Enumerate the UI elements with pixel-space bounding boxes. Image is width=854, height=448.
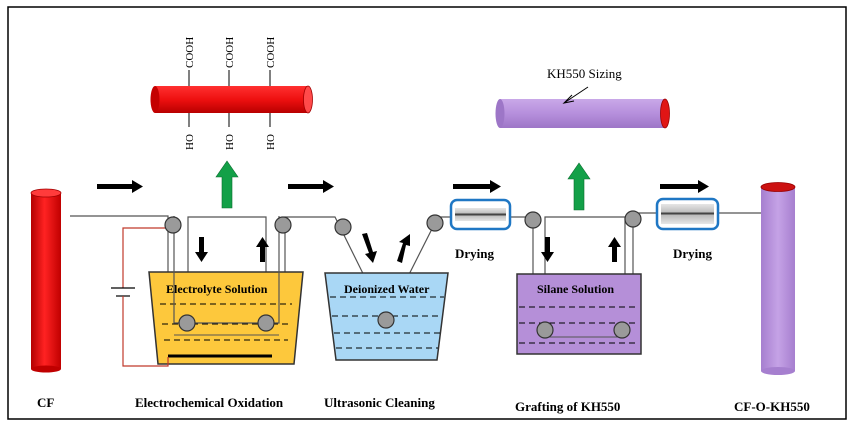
arrow-up-diagonal-icon <box>397 234 410 263</box>
arrow-right-icon <box>453 180 501 193</box>
vertical-arrows <box>195 233 621 263</box>
group-cooh: COOH <box>184 37 196 68</box>
roller <box>334 218 352 236</box>
functional-groups: COOH COOH COOH HO HO HO <box>184 37 277 150</box>
electrolyte-tank <box>148 271 304 365</box>
arrow-down-icon <box>195 237 208 262</box>
label-kh550-sizing: KH550 Sizing <box>547 66 622 81</box>
label-grafting: Grafting of KH550 <box>515 399 620 414</box>
arrow-right-icon <box>660 180 709 193</box>
arrow-down-diagonal-icon <box>362 233 377 263</box>
labels: CF Electrochemical Oxidation Ultrasonic … <box>37 66 810 414</box>
roller <box>257 314 275 332</box>
flow-arrows <box>97 180 709 193</box>
label-electrolyte-solution: Electrolyte Solution <box>166 282 268 296</box>
silane-tank <box>516 273 642 355</box>
roller <box>274 216 292 234</box>
roller <box>536 321 554 339</box>
sizing-pointer <box>563 86 589 104</box>
group-cooh: COOH <box>265 37 277 68</box>
roller <box>426 214 444 232</box>
label-electrochemical-oxidation: Electrochemical Oxidation <box>135 395 284 410</box>
group-bonds <box>188 70 271 127</box>
label-deionized-water: Deionized Water <box>344 282 430 296</box>
roller <box>178 314 196 332</box>
group-ho: HO <box>224 134 236 150</box>
label-silane-solution: Silane Solution <box>537 282 614 296</box>
arrow-up-icon <box>256 237 269 262</box>
group-cooh: COOH <box>224 37 236 68</box>
arrow-up-icon <box>608 237 621 262</box>
oxidized-fiber-cylinder <box>150 85 313 114</box>
dryer-1 <box>449 198 512 231</box>
green-arrows <box>215 160 591 211</box>
roller <box>524 211 542 229</box>
green-up-arrow-icon <box>215 160 239 209</box>
label-cf: CF <box>37 395 54 410</box>
sized-fiber-cylinder <box>495 98 670 129</box>
arrow-right-icon <box>288 180 334 193</box>
roller <box>164 216 182 234</box>
arrow-down-icon <box>541 237 554 262</box>
label-ultrasonic-cleaning: Ultrasonic Cleaning <box>324 395 435 410</box>
cf-fiber-cylinder <box>30 188 62 373</box>
roller <box>624 210 642 228</box>
group-ho: HO <box>265 134 277 150</box>
label-cf-o-kh550: CF-O-KH550 <box>734 399 810 414</box>
label-drying-1: Drying <box>455 246 495 261</box>
rollers <box>164 210 642 339</box>
modified-fiber-cylinder <box>760 182 796 375</box>
label-drying-2: Drying <box>673 246 713 261</box>
roller <box>377 311 395 329</box>
arrow-right-icon <box>97 180 143 193</box>
group-ho: HO <box>184 134 196 150</box>
roller <box>613 321 631 339</box>
green-up-arrow-icon <box>567 162 591 211</box>
dryer-2 <box>655 197 720 231</box>
